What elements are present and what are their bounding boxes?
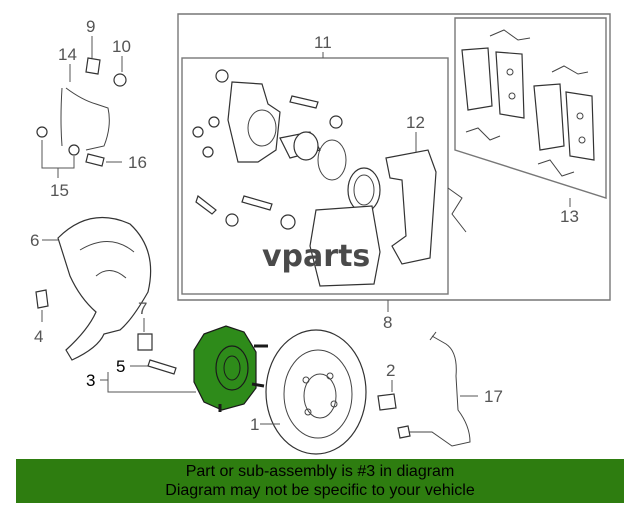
watermark-logo: vparts: [262, 239, 370, 274]
callout-9: 9: [86, 17, 95, 36]
callout-8: 8: [383, 313, 392, 332]
callout-16: 16: [128, 153, 147, 172]
callout-7: 7: [138, 299, 147, 318]
callout-12: 12: [406, 113, 425, 132]
wheel-stud: [35, 289, 49, 309]
hub-bolt-5: [147, 359, 177, 375]
banner-line-1: Part or sub-assembly is #3 in diagram: [185, 463, 455, 480]
bolt-7: [137, 333, 153, 351]
brake-pad-set: [461, 29, 595, 177]
washer-10: [113, 73, 127, 87]
wheel-hub-assembly: [193, 325, 268, 412]
brake-hose: [60, 87, 63, 147]
caliper-body: [192, 69, 381, 230]
assembly-box-8: [177, 13, 611, 301]
screw-2: [377, 393, 397, 411]
callout-3: 3: [86, 371, 95, 390]
banner-line-2: Diagram may not be specific to your vehi…: [165, 482, 475, 499]
callout-2: 2: [386, 361, 395, 380]
callout-1: 1: [250, 415, 259, 434]
callout-14: 14: [58, 45, 77, 64]
dust-shield: [57, 217, 152, 361]
callout-13: 13: [560, 207, 579, 226]
info-banner: Part or sub-assembly is #3 in diagram Di…: [16, 459, 624, 503]
brake-disc: [265, 329, 367, 455]
caliper-housing: [309, 149, 467, 287]
bolt-16: [85, 153, 105, 167]
callout-6: 6: [30, 231, 39, 250]
bolt-9: [85, 57, 101, 75]
callout-11: 11: [314, 33, 332, 52]
callout-10: 10: [112, 37, 131, 56]
callout-4: 4: [34, 327, 43, 346]
parts-diagram: 11 8 13: [30, 13, 611, 455]
callout-17: 17: [484, 387, 503, 406]
callout-15: 15: [50, 181, 69, 200]
assembly-box-13: [454, 17, 607, 199]
assembly-box-11: [181, 57, 449, 295]
callout-5: 5: [116, 357, 125, 376]
abs-sensor: [397, 331, 471, 447]
